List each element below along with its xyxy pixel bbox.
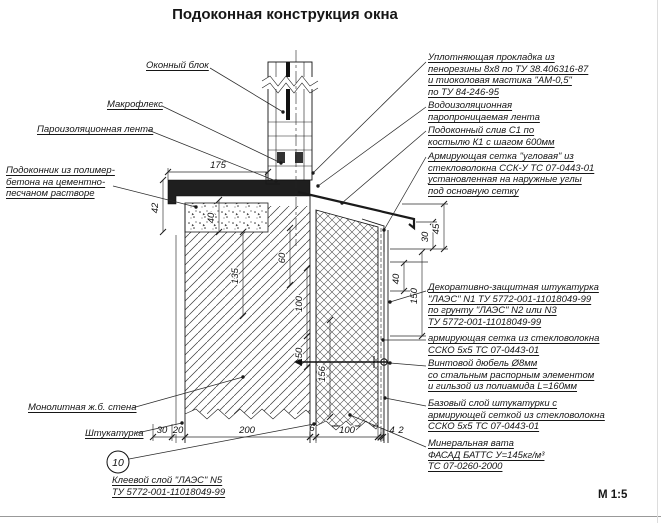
callout-base-plaster: Базовый слой штукатурки с армирующей сет… — [428, 398, 605, 433]
vapor-tape — [265, 172, 280, 185]
callout-vapor-tape: Пароизоляционная лента — [37, 124, 154, 135]
sheet-right-border — [657, 0, 658, 523]
detail-marker: 10 — [106, 450, 130, 474]
callout-mineral-wool: Минеральная вата ФАСАД БАТТС У=145кг/м³ … — [428, 438, 545, 473]
callout-waterproof-tape: Водоизоляционная паропроницаемая лента — [428, 100, 540, 123]
dim-mid135: 135 — [230, 267, 241, 284]
sheet-bottom-border — [0, 516, 661, 517]
dim-bot100: 100 — [339, 425, 356, 436]
detail-marker-number: 10 — [112, 457, 124, 469]
callout-glass-mesh: армирующая сетка из стекловолокна ССКО 5… — [428, 333, 600, 356]
window-frame — [261, 61, 319, 181]
callout-drip-flashing: Подоконный слив С1 по костылю К1 с шагом… — [428, 125, 555, 148]
dim-bot4: 4 — [389, 425, 394, 436]
corner-mesh — [361, 218, 385, 252]
window-sill — [167, 179, 311, 205]
dim-mid156: 156 — [317, 365, 328, 382]
callout-screw-dowel: Винтовой дюбель Ø8мм со стальным распорн… — [428, 358, 595, 393]
insulation-mineral-wool — [315, 209, 379, 443]
callout-wall: Монолитная ж.б. стена — [28, 402, 137, 413]
dim-top175: 175 — [210, 160, 227, 171]
wall-section — [175, 196, 311, 443]
dim-right40: 40 — [391, 273, 402, 284]
drip-flashing — [297, 190, 416, 231]
mortar-bed — [184, 202, 269, 233]
dim-right45: 45 — [431, 223, 442, 234]
dim-right30: 30 — [420, 231, 431, 242]
dim-left42: 42 — [150, 202, 161, 213]
dim-mid60: 60 — [277, 252, 288, 263]
callout-plaster: Штукатурка — [85, 428, 144, 439]
plaster-layers-right — [380, 228, 389, 443]
scale-label: М 1:5 — [598, 489, 628, 501]
dim-bot2: 2 — [397, 425, 404, 436]
callout-corner-mesh: Армирующая сетка "угловая" из стекловоло… — [428, 151, 595, 197]
dim-mid100: 100 — [294, 295, 305, 312]
dim-right150: 150 — [409, 287, 420, 304]
callout-makroflex: Макрофлекс — [107, 99, 163, 110]
callout-sill: Подоконник из полимер- бетона на цементн… — [6, 165, 115, 200]
callout-window-block: Оконный блок — [146, 60, 209, 71]
dim-left40: 40 — [206, 212, 217, 223]
callout-decor-plaster: Декоративно-защитная штукатурка "ЛАЭС" N… — [428, 282, 599, 328]
screw-dowel — [294, 356, 388, 368]
dim-bot30: 30 — [157, 425, 168, 436]
callout-adhesive: Клеевой слой "ЛАЭС" N5 ТУ 5772-001-11018… — [112, 475, 226, 498]
dim-bot200: 200 — [238, 425, 256, 436]
drawing-title: Подоконная конструкция окна — [172, 6, 398, 23]
dim-bot6: 6 — [309, 423, 315, 434]
dim-bot20: 20 — [172, 425, 184, 436]
callout-seal-gasket: Уплотняющая прокладка из пенорезины 8х8 … — [428, 52, 589, 98]
dim-mid50: 50 — [294, 347, 305, 358]
